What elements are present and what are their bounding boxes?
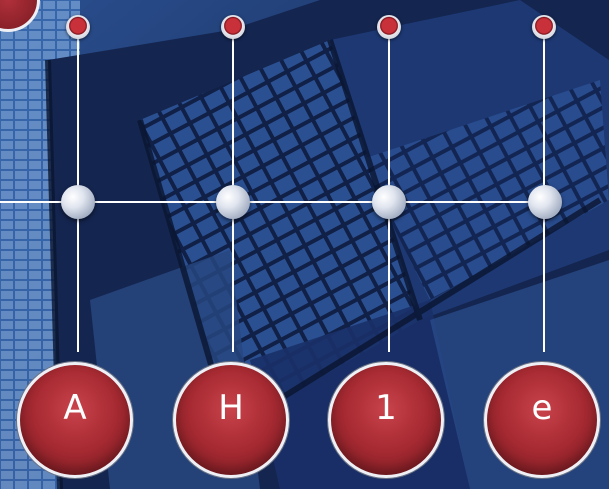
node-top-dot[interactable] (532, 15, 556, 39)
node-button-h[interactable]: H (173, 362, 289, 478)
node-label: 1 (375, 388, 397, 428)
node-knob[interactable] (216, 185, 250, 219)
node-label: e (531, 388, 553, 428)
node-top-dot[interactable] (377, 15, 401, 39)
node-label: A (63, 388, 87, 428)
node-label: H (218, 388, 244, 428)
node-knob[interactable] (61, 185, 95, 219)
node-button-a[interactable]: A (17, 362, 133, 478)
node-knob[interactable] (528, 185, 562, 219)
node-button-1[interactable]: 1 (328, 362, 444, 478)
node-button-e[interactable]: e (484, 362, 600, 478)
node-top-dot[interactable] (66, 15, 90, 39)
node-top-dot[interactable] (221, 15, 245, 39)
node-knob[interactable] (372, 185, 406, 219)
